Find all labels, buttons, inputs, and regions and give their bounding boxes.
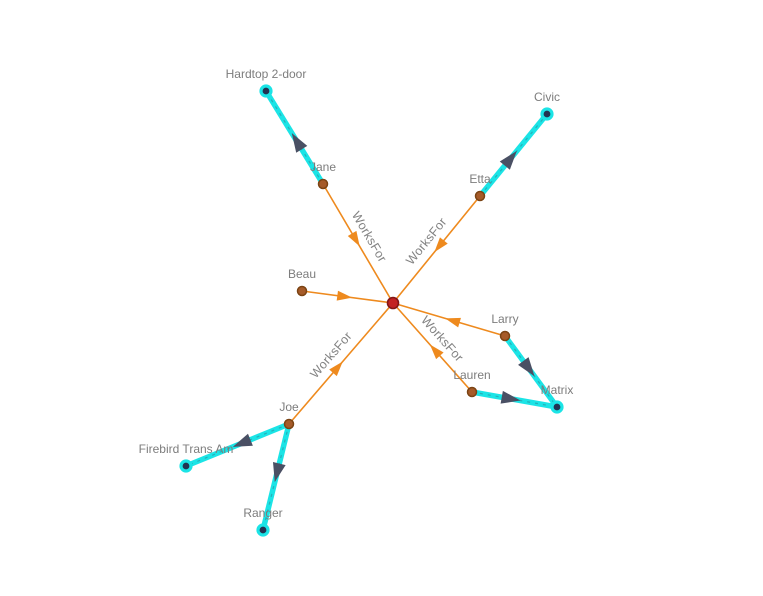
node-hardtop-2-door[interactable]	[259, 84, 273, 98]
node-label-matrix: Matrix	[541, 383, 574, 397]
node-label-etta: Etta	[469, 172, 491, 186]
edge-arrow-icon	[336, 290, 353, 301]
edge-arrow-icon	[291, 133, 308, 153]
node-firebird-trans-am[interactable]	[179, 459, 193, 473]
edge-selection-dash	[262, 423, 290, 531]
edge-selection-dash	[265, 90, 324, 185]
edge-arrows-layer	[232, 133, 535, 482]
node-label-ranger: Ranger	[243, 506, 282, 520]
nodes-layer	[179, 84, 564, 537]
node-ranger[interactable]	[256, 523, 270, 537]
node-label-lauren: Lauren	[453, 368, 490, 382]
edge-arrow-icon	[500, 390, 521, 404]
edge-arrow-icon	[518, 357, 535, 377]
node-etta[interactable]	[474, 190, 486, 202]
node-label-beau: Beau	[288, 267, 316, 281]
node-label-firebird-trans-am: Firebird Trans Am	[139, 442, 234, 456]
edges-layer	[183, 88, 560, 533]
node-beau[interactable]	[296, 285, 308, 297]
node-larry[interactable]	[499, 330, 511, 342]
edge-arrow-icon	[429, 344, 444, 360]
edge-arrow-icon	[445, 317, 461, 328]
edge-arrow-icon	[329, 361, 343, 377]
node-joe[interactable]	[283, 418, 295, 430]
edge-selection-dash	[185, 423, 290, 467]
node-center[interactable]	[386, 296, 400, 310]
edge-arrow-icon	[272, 461, 286, 482]
node-jane[interactable]	[317, 178, 329, 190]
edge-arrow-icon	[347, 230, 360, 247]
node-matrix[interactable]	[550, 400, 564, 414]
node-label-hardtop-2-door: Hardtop 2-door	[226, 67, 307, 81]
node-label-larry: Larry	[491, 312, 518, 326]
node-label-jane: Jane	[310, 160, 336, 174]
edge-arrow-icon	[232, 433, 253, 447]
edge-arrow-icon	[499, 150, 517, 170]
edge-arrow-icon	[434, 237, 448, 253]
edge-selection-dash	[504, 335, 558, 408]
node-label-joe: Joe	[279, 400, 299, 414]
edge-selection-dash	[479, 113, 548, 197]
node-label-civic: Civic	[534, 90, 560, 104]
node-lauren[interactable]	[466, 386, 478, 398]
node-civic[interactable]	[540, 107, 554, 121]
